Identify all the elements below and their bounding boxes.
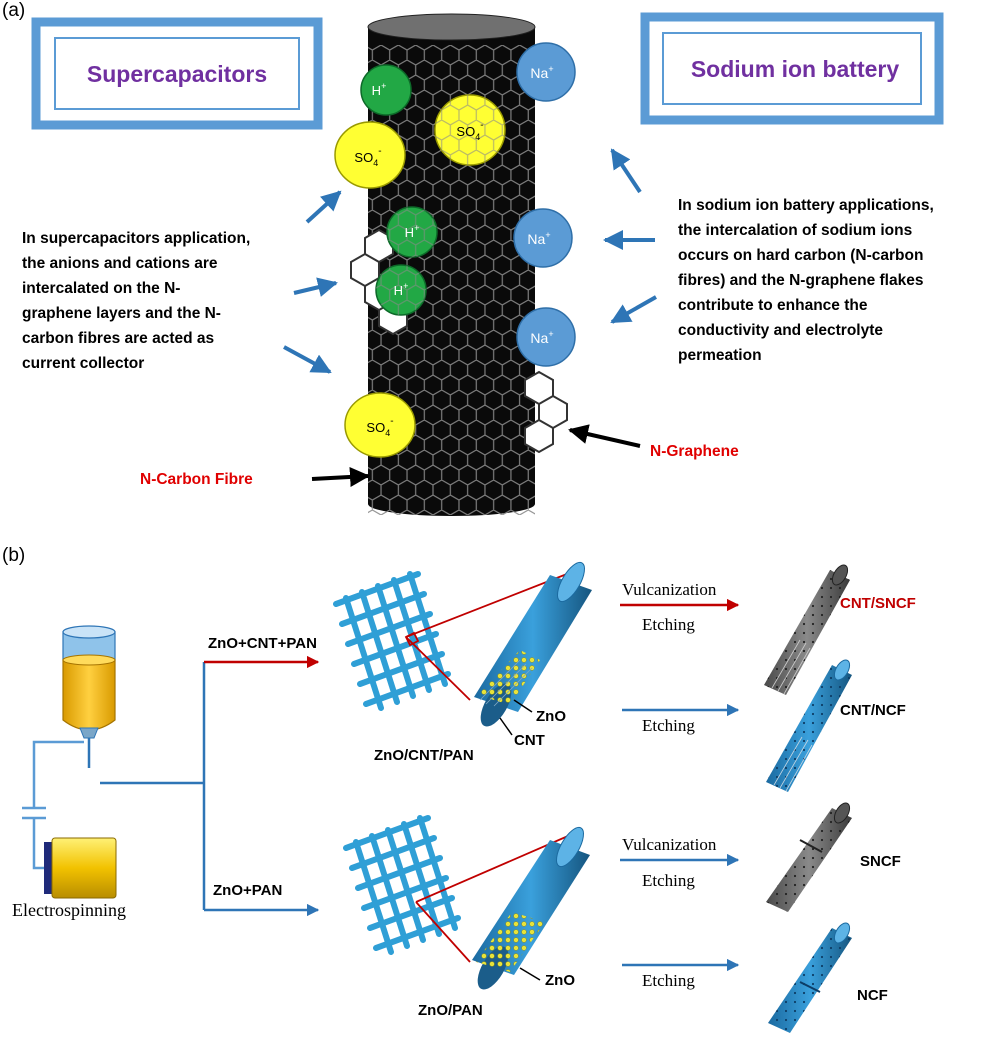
sodium-battery-box: Sodium ion battery [640, 12, 944, 125]
electrospinning-label: Electrospinning [12, 900, 126, 920]
power-supply-icon [44, 837, 117, 899]
product-label-cnt-sncf: CNT/SNCF [840, 595, 916, 612]
product-cnt-sncf [764, 564, 850, 695]
step-1-vulcanization: Vulcanization [622, 580, 717, 599]
ion-so4-top: SO4- [334, 121, 406, 189]
ion-h-fibre-2: H+ [375, 264, 427, 316]
svg-text:Na+: Na+ [527, 230, 550, 247]
ion-na-1: Na+ [516, 42, 576, 102]
zno-pointer-top [513, 699, 533, 713]
panel-a-arrows [283, 148, 657, 374]
sodium-battery-title: Sodium ion battery [691, 56, 900, 82]
fibre-mesh-bottom [343, 815, 461, 955]
svg-text:H+: H+ [405, 223, 420, 240]
step-4-etching: Etching [642, 971, 695, 990]
product-sncf [766, 802, 852, 912]
supercapacitor-description: In supercapacitors application, the anio… [22, 230, 255, 372]
step-2-etching: Etching [642, 716, 695, 735]
supercapacitors-title: Supercapacitors [87, 61, 267, 87]
zoom-lines-bottom [415, 835, 569, 963]
step-3-etching: Etching [642, 871, 695, 890]
ion-so4-bottom: SO4- [344, 392, 416, 458]
sodium-battery-description: In sodium ion battery applications, the … [678, 197, 938, 364]
route-bottom-label: ZnO+PAN [213, 882, 282, 899]
mat-label-bottom: ZnO/PAN [418, 1002, 483, 1019]
branch-lines [100, 662, 206, 910]
zoom-lines-top [404, 571, 573, 701]
cnt-label-top: CNT [514, 732, 545, 749]
n-carbon-fibre-label: N-Carbon Fibre [140, 471, 253, 488]
zno-label-bottom: ZnO [545, 972, 575, 989]
step-3-vulcanization: Vulcanization [622, 835, 717, 854]
ion-h-fibre-1: H+ [386, 206, 438, 258]
syringe-icon [62, 625, 116, 768]
svg-text:SO4-: SO4- [366, 416, 393, 438]
svg-text:Na+: Na+ [530, 329, 553, 346]
zno-pointer-bottom [519, 967, 541, 981]
product-label-cnt-ncf: CNT/NCF [840, 702, 906, 719]
zno-label-top: ZnO [536, 708, 566, 725]
panel-b-label: (b) [2, 545, 25, 566]
fibre-cylinder-top [474, 561, 592, 727]
svg-text:Na+: Na+ [530, 64, 553, 81]
mat-label-top: ZnO/CNT/PAN [374, 747, 474, 764]
product-cnt-ncf [766, 659, 852, 792]
ion-h-top: H+ [360, 64, 412, 116]
svg-text:H+: H+ [372, 81, 387, 98]
ion-na-2: Na+ [513, 208, 573, 268]
fibre-cylinder-bottom [472, 826, 590, 990]
ion-so4-fibre: SO4- [434, 94, 506, 166]
svg-text:SO4-: SO4- [354, 146, 381, 168]
graphene-flake-right [524, 370, 568, 454]
svg-text:SO4-: SO4- [456, 120, 483, 142]
panel-a-label: (a) [2, 0, 25, 21]
n-graphene-label: N-Graphene [650, 443, 739, 460]
svg-text:H+: H+ [394, 281, 409, 298]
cnt-pointer-top [499, 717, 513, 736]
route-top-label: ZnO+CNT+PAN [208, 635, 317, 652]
supercapacitors-box: Supercapacitors [31, 17, 323, 130]
product-label-sncf: SNCF [860, 853, 901, 870]
product-label-ncf: NCF [857, 987, 888, 1004]
n-carbon-fibre-arrow [311, 466, 370, 487]
step-1-etching: Etching [642, 615, 695, 634]
fibre-mesh-top [333, 571, 451, 711]
n-graphene-arrow [568, 424, 641, 448]
ion-na-3: Na+ [516, 307, 576, 367]
product-ncf [768, 922, 852, 1033]
